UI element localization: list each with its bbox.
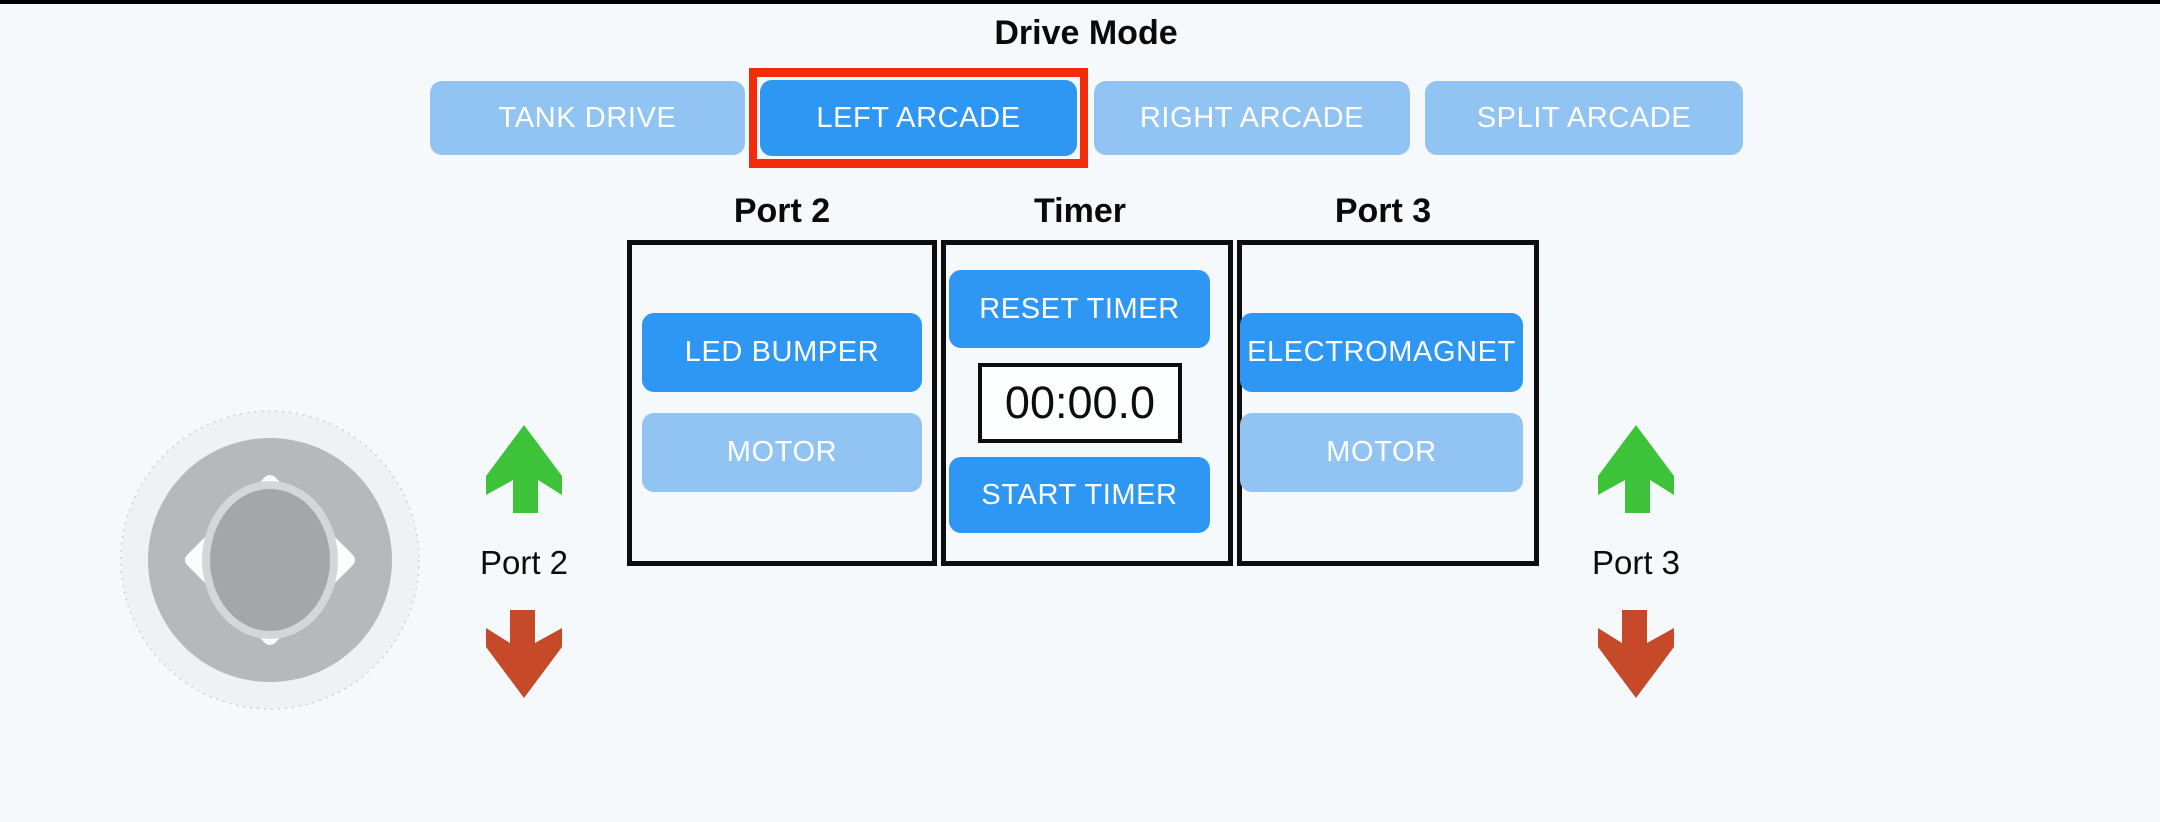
port3-panel <box>1237 240 1539 566</box>
port2-motor-button[interactable]: MOTOR <box>642 413 922 492</box>
start-timer-button[interactable]: START TIMER <box>949 457 1210 533</box>
timer-panel <box>941 240 1233 566</box>
down-arrow-shape <box>486 610 562 698</box>
port3-motor-button[interactable]: MOTOR <box>1240 413 1523 492</box>
port2-down-arrow-icon[interactable] <box>486 610 562 698</box>
electromagnet-button[interactable]: ELECTROMAGNET <box>1240 313 1523 392</box>
port3-up-arrow-icon[interactable] <box>1598 425 1674 513</box>
selected-highlight-gap: LEFT ARCADE <box>757 77 1080 159</box>
up-arrow-shape <box>1598 425 1674 513</box>
timer-panel-header: Timer <box>1034 192 1126 230</box>
drive-mode-title: Drive Mode <box>994 14 1178 52</box>
reset-timer-button[interactable]: RESET TIMER <box>949 270 1210 348</box>
port3-panel-header: Port 3 <box>1334 192 1432 230</box>
port2-panel-header: Port 2 <box>733 192 831 230</box>
joystick[interactable] <box>115 405 425 715</box>
down-arrow-shape <box>1598 610 1674 698</box>
timer-display: 00:00.0 <box>978 363 1182 443</box>
split-arcade-button[interactable]: SPLIT ARCADE <box>1425 81 1743 155</box>
left-arcade-button[interactable]: LEFT ARCADE <box>760 80 1077 156</box>
port3-down-arrow-icon[interactable] <box>1598 610 1674 698</box>
up-arrow-shape <box>486 425 562 513</box>
led-bumper-button[interactable]: LED BUMPER <box>642 313 922 392</box>
selected-drive-mode-highlight: LEFT ARCADE <box>749 68 1088 168</box>
right-arcade-button[interactable]: RIGHT ARCADE <box>1094 81 1410 155</box>
port2-panel <box>627 240 937 566</box>
port2-up-arrow-icon[interactable] <box>486 425 562 513</box>
port3-side-label: Port 3 <box>1591 544 1681 581</box>
port2-side-label: Port 2 <box>479 544 569 581</box>
tank-drive-button[interactable]: TANK DRIVE <box>430 81 745 155</box>
top-bar <box>0 0 2160 4</box>
joystick-knob[interactable] <box>202 481 338 639</box>
